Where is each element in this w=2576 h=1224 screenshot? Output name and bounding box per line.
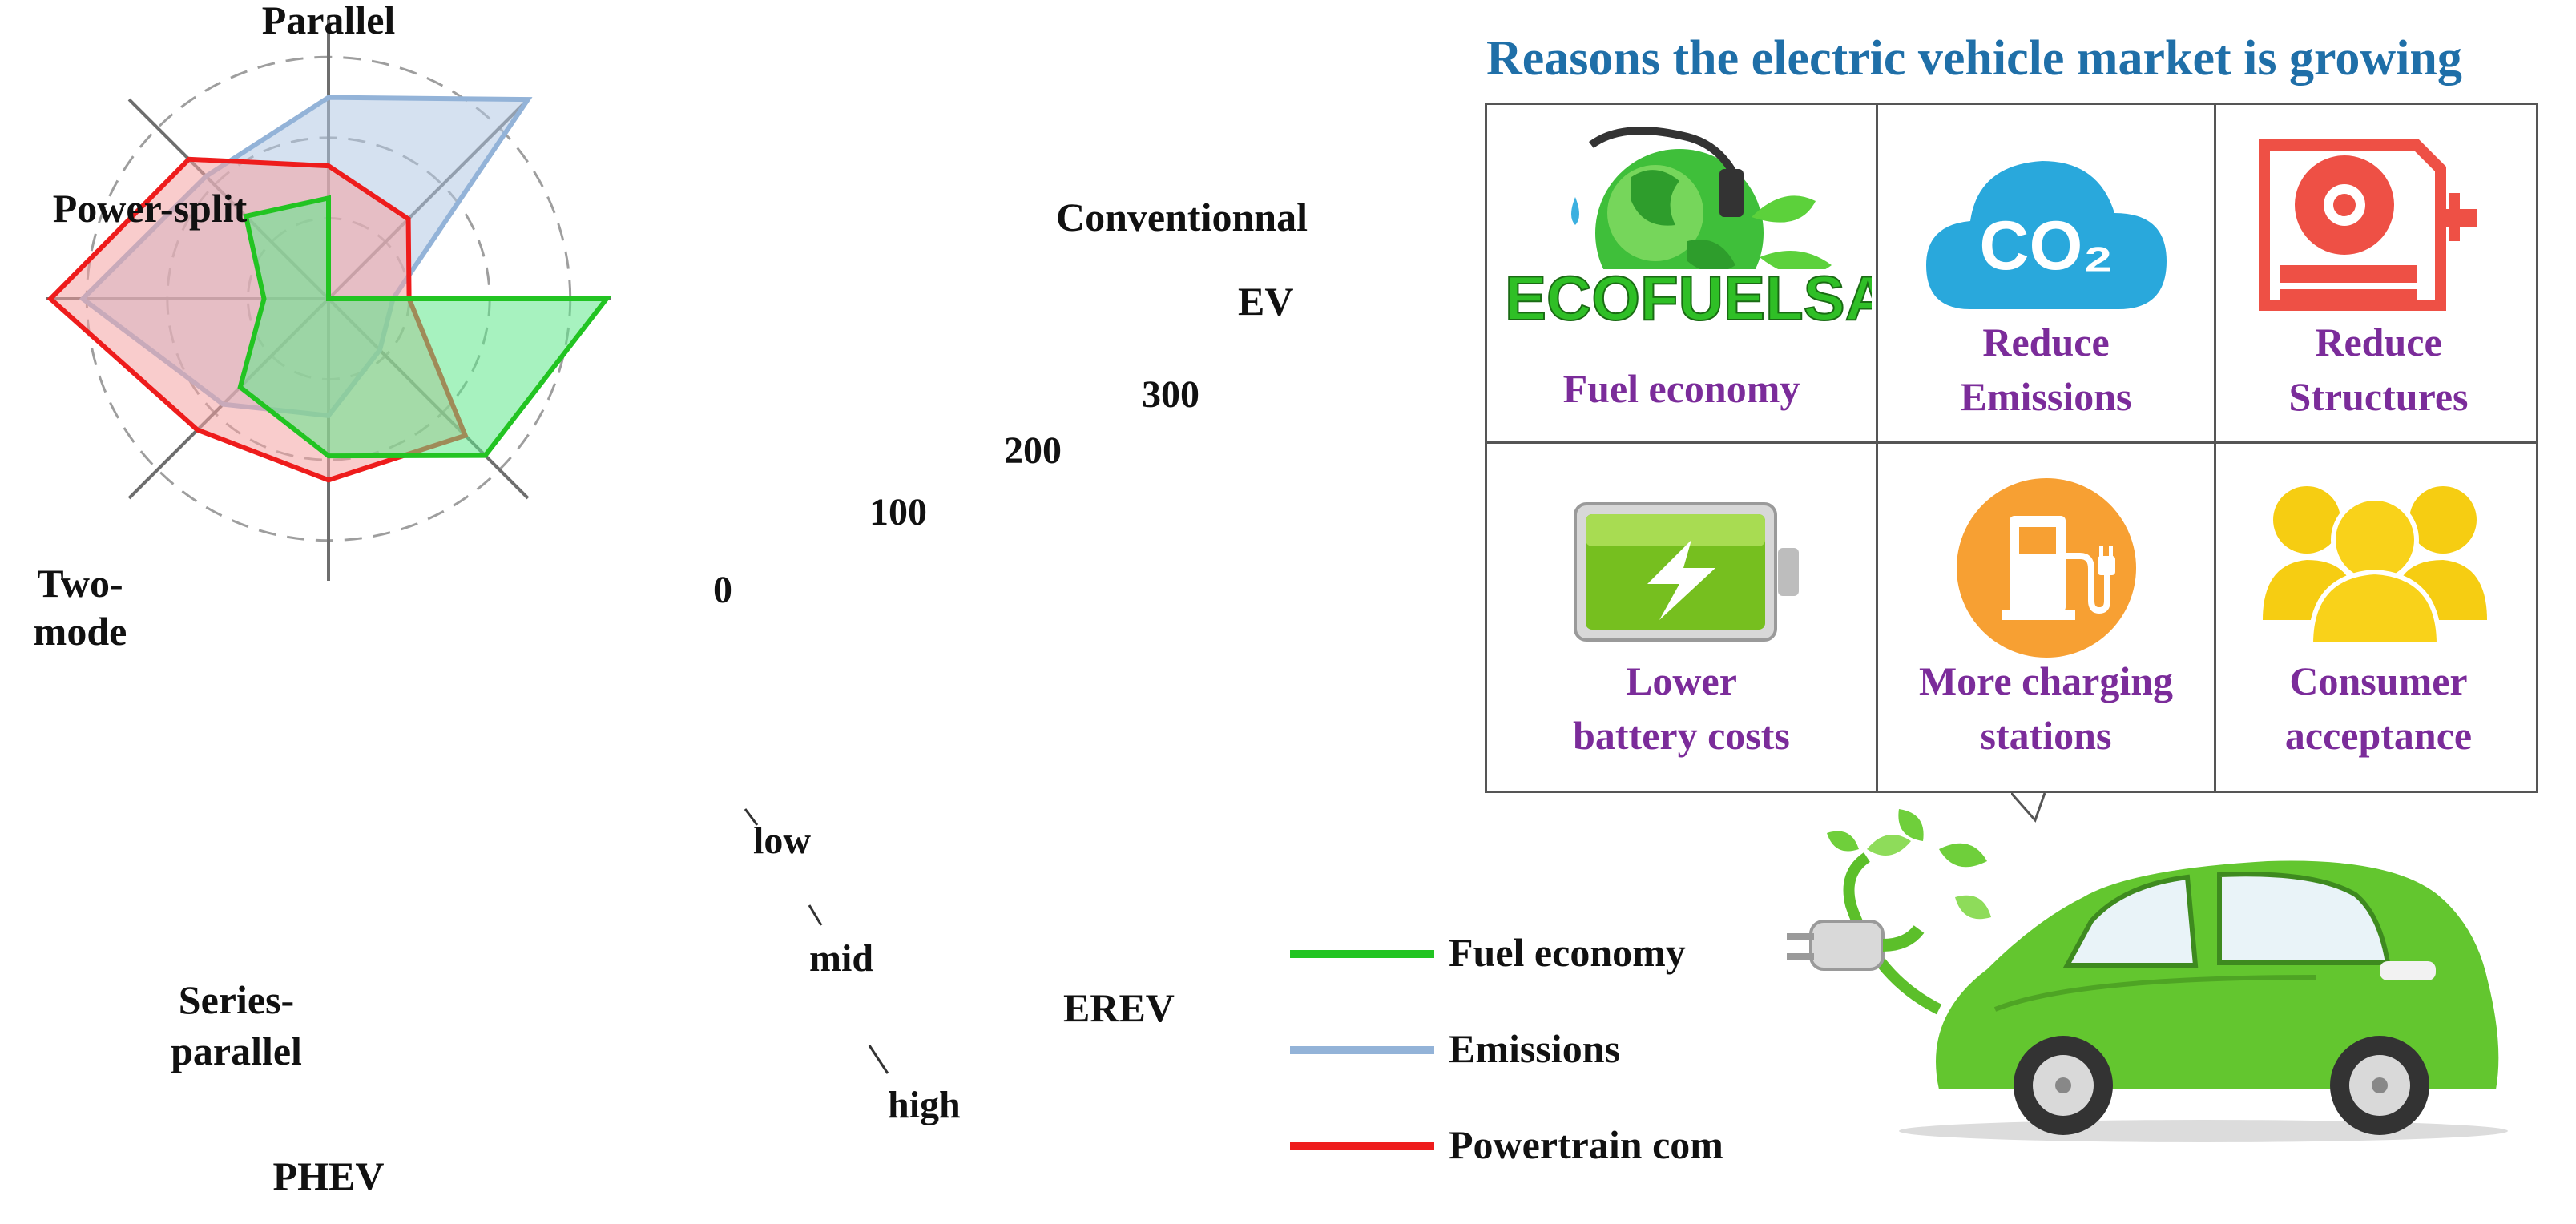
chart-legend: Fuel economy Emissions Powertrain com	[1290, 929, 1755, 1202]
gearbox-icon	[2259, 139, 2477, 311]
reason-cell-reduce-structures: Reduce Structures	[2216, 105, 2541, 441]
radar-category-leader	[744, 808, 759, 826]
radar-category-leader	[808, 904, 823, 926]
reason-label-line: Reduce	[1982, 320, 2110, 364]
reason-label-line: acceptance	[2284, 713, 2473, 758]
radar-axis-label: Power-split	[53, 186, 248, 231]
legend-swatch	[1290, 1046, 1434, 1054]
reasons-grid: ECOFUELSAVER Fuel economy CO₂ Reduce Emi…	[1485, 103, 2538, 793]
co2-text: CO₂	[1979, 207, 2113, 284]
grid-divider	[1876, 105, 1878, 791]
reason-label-line: Structures	[2288, 374, 2469, 419]
radar-axis-label: parallel	[171, 1029, 302, 1073]
reason-cell-charging-stations: More charging stations	[1878, 444, 2214, 795]
people-icon	[2263, 486, 2487, 644]
eco-logo-text: ECOFUELSAVER	[1505, 263, 1872, 333]
reason-label-line: battery costs	[1573, 713, 1790, 758]
reason-label: Consumer acceptance	[2216, 654, 2541, 763]
reason-label: Fuel economy	[1487, 361, 1876, 416]
legend-label: Emissions	[1449, 1026, 1620, 1071]
legend-swatch	[1290, 950, 1434, 958]
electric-car-illustration	[1787, 809, 2508, 1142]
reason-label-line: Emissions	[1960, 374, 2132, 419]
reason-label: More charging stations	[1878, 654, 2214, 763]
radar-axis-label: Series-	[179, 977, 294, 1022]
reason-label-line: stations	[1980, 713, 2112, 758]
radar-ring-value-label: 100	[869, 491, 927, 533]
radar-category-label: mid	[809, 937, 873, 980]
radar-axis-label: PHEV	[273, 1154, 385, 1198]
radar-ring-value-label: 0	[713, 569, 732, 611]
legend-label: Fuel economy	[1449, 930, 1686, 975]
radar-category-label: low	[753, 819, 811, 862]
radar-category-label: high	[888, 1084, 961, 1126]
radar-axis-label: mode	[34, 609, 127, 654]
grid-divider	[1487, 441, 2536, 444]
radar-ring-value-label: 300	[1142, 373, 1199, 416]
radar-ring-value-label: 200	[1004, 429, 1062, 472]
radar-axis-label: Two-	[37, 561, 123, 606]
reason-label-line: Consumer	[2289, 658, 2468, 703]
reason-label-line: Lower	[1626, 658, 1737, 703]
radar-axis-label: Conventionnal	[1056, 195, 1308, 240]
legend-swatch	[1290, 1142, 1434, 1150]
reason-label: Reduce Emissions	[1878, 315, 2214, 424]
battery-icon	[1574, 502, 1799, 642]
charging-station-icon	[1957, 478, 2136, 658]
radar-series	[46, 95, 612, 483]
reason-cell-fuel-economy: ECOFUELSAVER Fuel economy	[1487, 105, 1876, 441]
radar-axis-label: Parallel	[262, 0, 396, 42]
reason-label-line: More charging	[1918, 658, 2174, 703]
reason-cell-reduce-emissions: CO₂ Reduce Emissions	[1878, 105, 2214, 441]
legend-item-powertrain: Powertrain com	[1290, 1121, 1755, 1170]
radar-axis-label: EV	[1238, 279, 1293, 324]
legend-label: Powertrain com	[1449, 1122, 1723, 1167]
radar-series-fuel-economy	[237, 195, 612, 459]
legend-item-fuel-economy: Fuel economy	[1290, 929, 1755, 977]
reason-label-line: Fuel economy	[1562, 366, 1800, 411]
reason-label: Lower battery costs	[1487, 654, 1876, 763]
speech-bubble-tip	[2011, 792, 2046, 823]
reason-label: Reduce Structures	[2216, 315, 2541, 424]
radar-axis-label: EREV	[1063, 985, 1175, 1030]
grid-divider	[2214, 105, 2216, 791]
co2-cloud-icon: CO₂	[1926, 161, 2167, 309]
reason-cell-lower-battery-costs: Lower battery costs	[1487, 444, 1876, 795]
panel-title: Reasons the electric vehicle market is g…	[1486, 31, 2462, 86]
eco-fuel-saver-icon: ECOFUELSAVER	[1499, 127, 1872, 334]
reason-label-line: Reduce	[2315, 320, 2442, 364]
radar-category-leader	[868, 1045, 889, 1074]
reason-cell-consumer-acceptance: Consumer acceptance	[2216, 444, 2541, 795]
legend-item-emissions: Emissions	[1290, 1025, 1755, 1073]
